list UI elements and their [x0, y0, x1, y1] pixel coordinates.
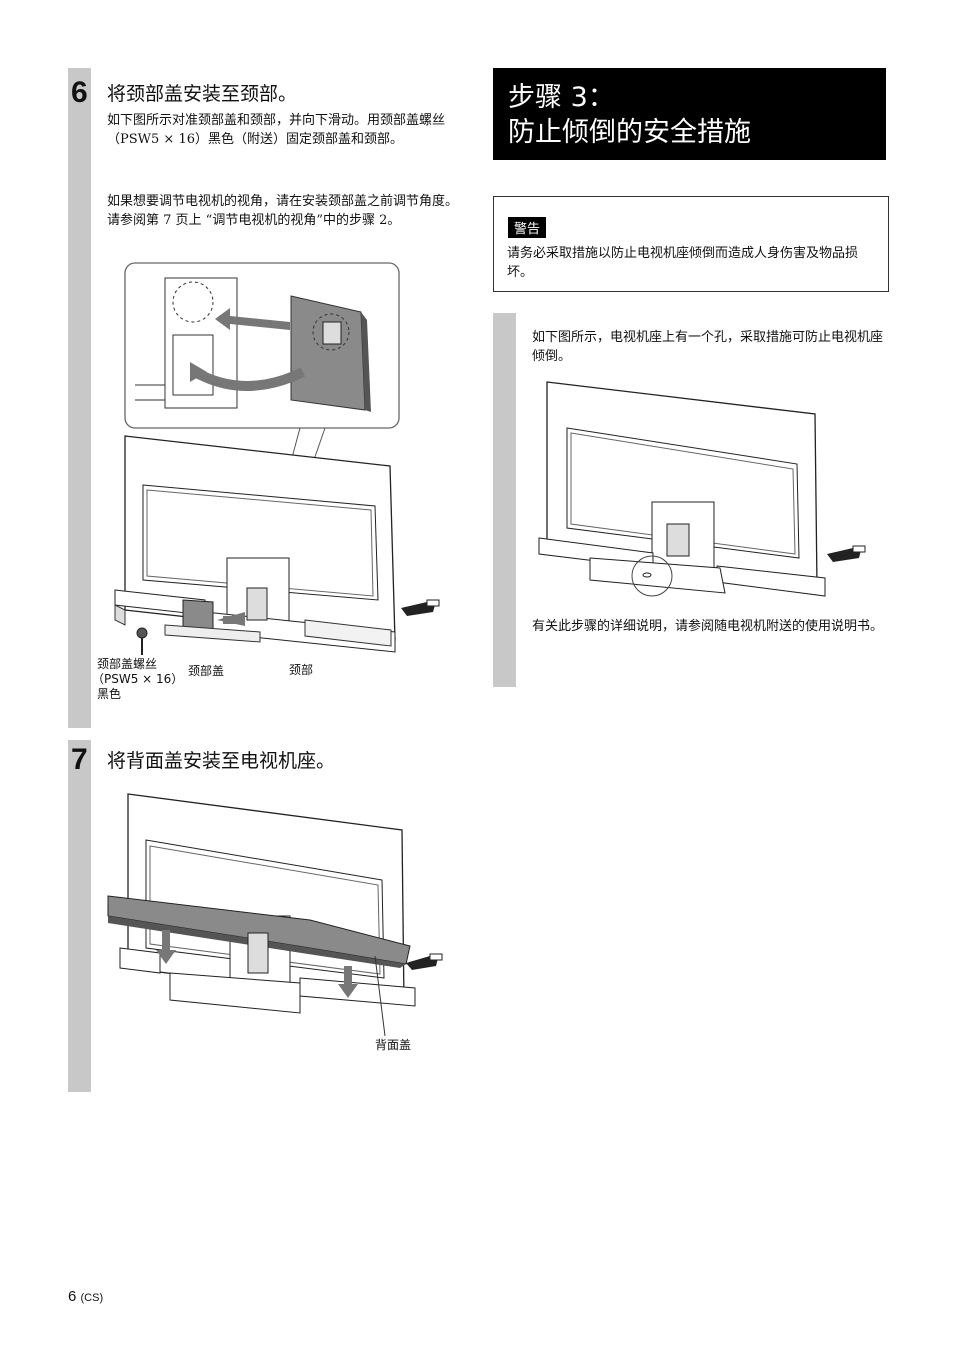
step6-illustration	[114, 262, 440, 655]
step6-para2: 如果想要调节电视机的视角，请在安装颈部盖之前调节角度。请参阅第 7 页上 “调节…	[107, 194, 459, 228]
right-panel-bar	[493, 313, 516, 687]
rear-cover-label: 背面盖	[375, 1038, 412, 1052]
warning-box: 警告 请务必采取措施以防止电视机座倾倒而造成人身伤害及物品损坏。	[493, 196, 889, 292]
page-number-value: 6	[68, 1288, 77, 1305]
warning-label: 警告	[508, 217, 547, 238]
neck-label: 颈部	[289, 663, 314, 677]
screw-label-line2: （PSW5 × 16）	[92, 672, 184, 686]
step7-bar	[68, 740, 91, 1092]
right-para2: 有关此步骤的详细说明，请参阅随电视机附送的使用说明书。	[532, 619, 884, 634]
right-para1: 如下图所示，电视机座上有一个孔，采取措施可防止电视机座倾倒。	[532, 330, 884, 364]
page-number: 6 (CS)	[68, 1288, 103, 1305]
section3-header: 步骤 3： 防止倾倒的安全措施	[493, 68, 886, 160]
page-number-suffix: (CS)	[80, 1292, 104, 1304]
screw-label-line3: 黑色	[97, 687, 122, 701]
step7-illustration	[107, 793, 443, 1037]
neck-cover-label: 颈部盖	[188, 664, 225, 678]
section3-line1: 步骤 3：	[508, 82, 615, 113]
warning-text: 请务必采取措施以防止电视机座倾倒而造成人身伤害及物品损坏。	[507, 246, 859, 280]
section3-line2: 防止倾倒的安全措施	[508, 117, 751, 148]
step6-title: 将颈部盖安装至颈部。	[107, 83, 298, 105]
step6-number: 6	[71, 76, 88, 109]
screw-label-line1: 颈部盖螺丝	[97, 657, 158, 671]
step7-number: 7	[71, 743, 88, 776]
step6-para1: 如下图所示对准颈部盖和颈部，并向下滑动。用颈部盖螺丝（PSW5 × 16）黑色（…	[107, 113, 446, 147]
step6-bar	[68, 68, 91, 728]
right-illustration	[538, 381, 866, 597]
step7-title: 将背面盖安装至电视机座。	[107, 750, 336, 772]
